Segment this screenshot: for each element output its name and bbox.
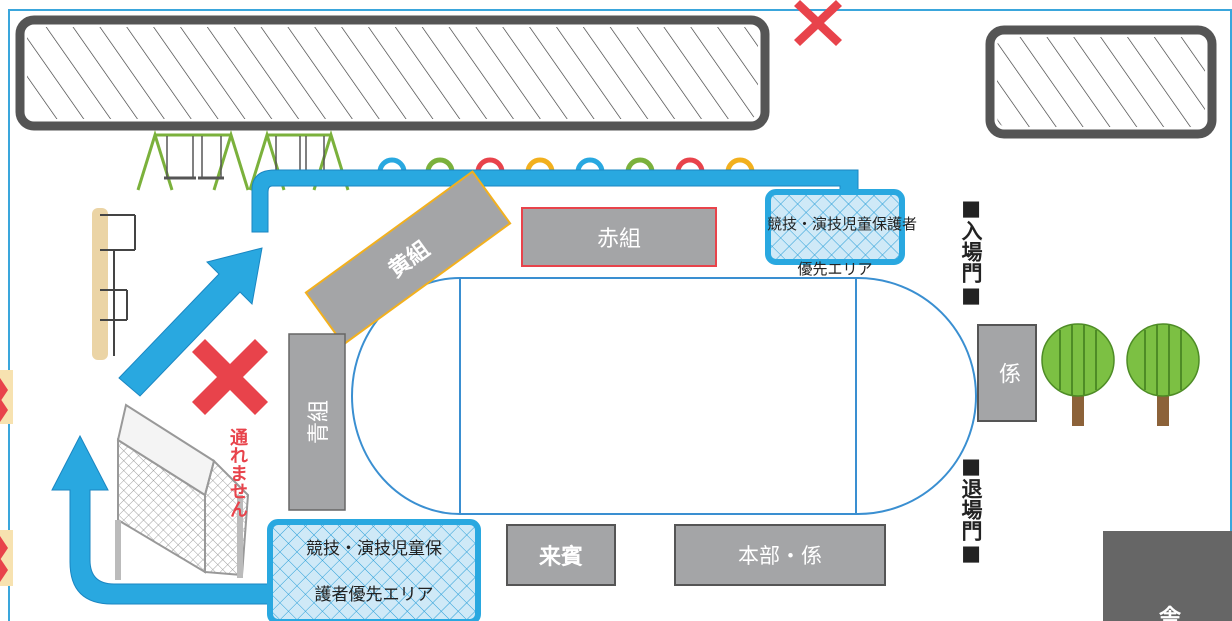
yellow-team-area — [304, 170, 512, 346]
staff-area — [977, 324, 1037, 422]
blue-team-label: 青組 — [289, 334, 345, 510]
corner-building-label: 舎 — [1158, 606, 1181, 621]
no-entry-cross-icon — [192, 339, 268, 415]
red-team-area — [521, 207, 717, 267]
headquarters-area — [674, 524, 886, 586]
route-arrow-diagonal — [118, 247, 263, 397]
no-entry-cross-icon — [0, 370, 13, 586]
route-arrow-bottom — [51, 434, 291, 605]
staff-label: 係 — [995, 362, 1020, 384]
climbing-ladder-icon — [92, 208, 136, 360]
no-passage-label: 通れません — [227, 428, 248, 518]
tire-icon — [377, 157, 755, 173]
blue-team-text: 青組 — [306, 399, 332, 445]
red-team-label: 赤組 — [596, 227, 641, 252]
tree-icon — [1041, 323, 1115, 426]
exit-gate-label: ■退場門■ — [959, 453, 983, 565]
soccer-goal-icon — [115, 403, 250, 580]
priority-top-line2: 優先エリア — [797, 259, 873, 278]
ground-border — [8, 9, 1232, 621]
corner-building — [1103, 531, 1232, 621]
priority-bottom-line2: 護者優先エリア — [314, 584, 434, 605]
tree-icon — [1126, 323, 1200, 426]
blue-team-area — [288, 333, 346, 511]
guest-area — [506, 524, 616, 586]
guest-label: 来賓 — [538, 545, 583, 570]
priority-area-top — [765, 189, 905, 265]
priority-area-bottom — [267, 519, 481, 621]
building-hatch — [997, 37, 1205, 127]
headquarters-label: 本部・係 — [738, 544, 822, 568]
priority-bottom-line1: 競技・演技児童保 — [306, 538, 442, 559]
no-entry-cross-icon — [794, 0, 842, 46]
running-track — [351, 277, 977, 515]
building-hatch — [27, 27, 758, 119]
swing-icon — [136, 129, 250, 191]
entrance-gate-label: ■入場門■ — [959, 195, 983, 307]
priority-top-line1: 競技・演技児童保護者 — [766, 214, 917, 233]
